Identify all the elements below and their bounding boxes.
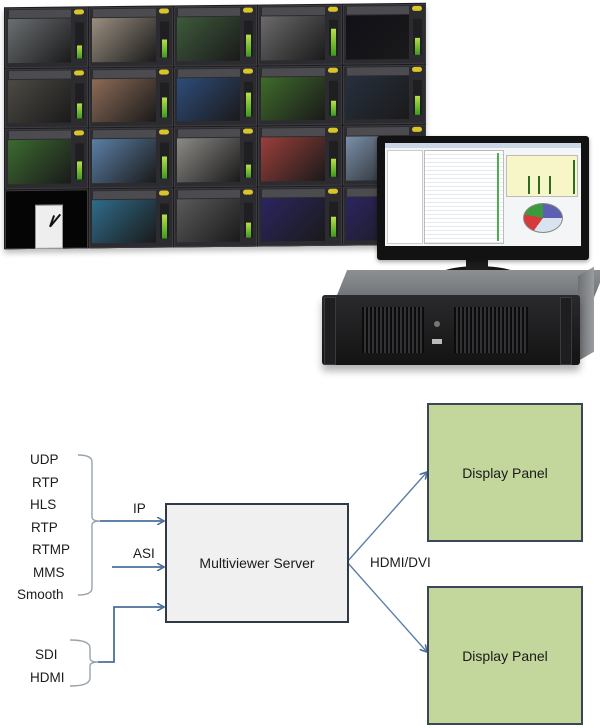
ip-input-label: MMS — [33, 565, 65, 580]
app-table-pane — [424, 150, 504, 244]
baseband-input-label: SDI — [35, 647, 58, 662]
power-button — [434, 321, 440, 327]
app-chart-bar — [528, 176, 530, 194]
baseband-input-label: HDMI — [30, 670, 65, 685]
ip-label: IP — [133, 501, 146, 516]
asi-label: ASI — [133, 546, 155, 561]
app-chart-bar — [549, 176, 551, 194]
app-pie-chart — [523, 203, 563, 233]
monitor-screen — [385, 143, 581, 246]
rack-ear-left — [324, 297, 336, 365]
ip-inputs-brace — [77, 454, 101, 596]
ip-input-label: UDP — [30, 452, 59, 467]
vent-right — [454, 307, 528, 353]
display-panel-label: Display Panel — [462, 647, 548, 664]
display-panel-bottom: Display Panel — [427, 586, 583, 725]
multiviewer-server-box: Multiviewer Server — [165, 503, 349, 623]
output-arrow-bottom — [346, 561, 427, 652]
ip-input-label: RTMP — [32, 542, 71, 557]
ip-input-label: HLS — [30, 497, 57, 512]
server-chassis — [322, 295, 580, 365]
display-panel-label: Display Panel — [462, 464, 548, 481]
app-bar-chart — [506, 155, 578, 197]
monitor — [377, 136, 589, 260]
baseband-arrow — [98, 607, 164, 663]
usb-port — [432, 339, 442, 344]
app-chart-bar — [572, 160, 575, 194]
ip-input-label: RTP — [31, 520, 58, 535]
app-tree-pane — [387, 150, 423, 244]
baseband-inputs-brace — [69, 639, 99, 687]
ip-input-label: RTP — [32, 475, 59, 490]
server-label: Multiviewer Server — [199, 555, 315, 571]
rack-ear-right — [560, 297, 572, 365]
app-chart-bar — [537, 176, 540, 194]
hdmi-dvi-label: HDMI/DVI — [370, 555, 431, 570]
display-panel-top: Display Panel — [427, 403, 583, 542]
ip-input-label: Smooth — [17, 587, 64, 602]
vent-left — [362, 307, 424, 353]
app-title-bar — [385, 143, 581, 148]
output-arrow-top — [346, 472, 427, 563]
